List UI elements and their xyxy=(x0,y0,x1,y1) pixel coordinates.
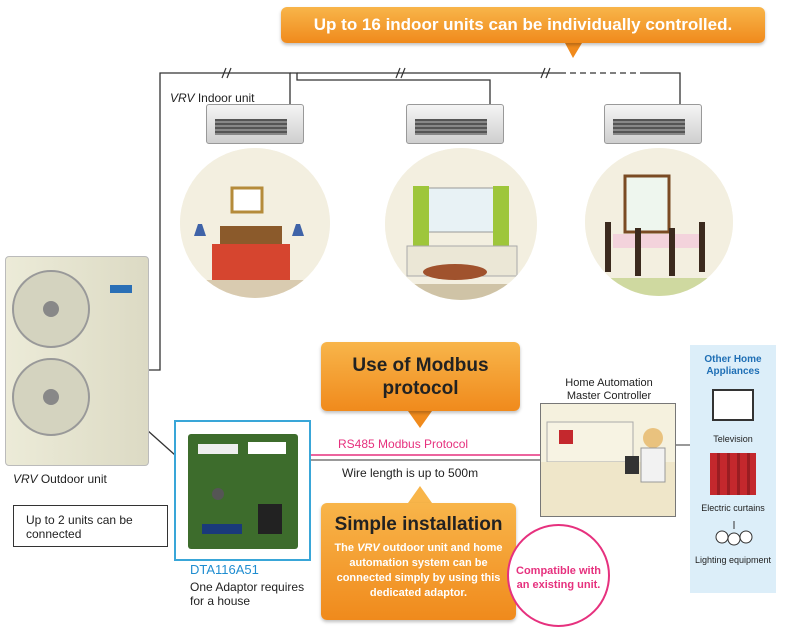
adaptor-board-frame xyxy=(174,420,311,561)
picture-frame-icon xyxy=(230,186,264,214)
install-body-prefix: The xyxy=(334,542,355,554)
window-icon xyxy=(418,187,504,233)
master-controller-label: Home Automation Master Controller xyxy=(565,377,653,402)
indoor-unit-1 xyxy=(206,104,304,144)
install-body-rest: outdoor unit and home automation system … xyxy=(336,542,503,599)
compatible-badge: Compatible with an existing unit. xyxy=(507,524,610,627)
appliances-title: Other Home Appliances xyxy=(704,354,762,377)
outdoor-unit xyxy=(5,256,149,466)
outdoor-unit-label-text: Outdoor unit xyxy=(40,472,107,486)
circuit-board-icon xyxy=(188,434,298,549)
person-icon xyxy=(643,428,663,448)
adaptor-wire xyxy=(146,429,176,456)
appliance-curtains: Electric curtains xyxy=(701,503,765,513)
appliance-lighting: Lighting equipment xyxy=(694,555,772,565)
appliances-panel: Other Home Appliances Television Electri… xyxy=(690,345,776,593)
top-callout-pointer xyxy=(565,43,582,58)
outdoor-note-text: Up to 2 units can be connected xyxy=(26,513,133,541)
home-automation-illustration xyxy=(540,403,676,517)
living-room-illustration xyxy=(385,148,537,300)
install-callout-title: Simple installation xyxy=(334,514,503,535)
adaptor-note: One Adaptor requires for a house xyxy=(190,580,305,608)
protocol-label: RS485 Modbus Protocol xyxy=(338,437,469,451)
brand-logo-icon xyxy=(110,285,132,293)
main-wire xyxy=(147,72,291,371)
tablet-icon xyxy=(625,456,639,474)
indoor-unit-label: VRV Indoor unit xyxy=(170,91,255,105)
indoor-unit-3 xyxy=(604,104,702,144)
dining-room-illustration xyxy=(585,148,733,296)
compatible-text: Compatible with an existing unit. xyxy=(516,565,601,591)
chair-icon xyxy=(605,222,705,276)
install-callout: Simple installation The VRV outdoor unit… xyxy=(321,503,516,620)
curtain-icon xyxy=(413,186,429,256)
adaptor-model: DTA116A51 xyxy=(190,562,259,577)
modbus-callout: Use of Modbus protocol xyxy=(321,342,520,411)
modbus-callout-text: Use of Modbus protocol xyxy=(352,355,489,399)
install-callout-body: The VRV outdoor unit and home automation… xyxy=(321,541,516,601)
modbus-callout-pointer xyxy=(408,411,432,428)
top-callout: Up to 16 indoor units can be individuall… xyxy=(281,7,765,43)
outdoor-unit-label-italic: VRV xyxy=(13,472,38,486)
lighting-icon xyxy=(715,521,753,546)
break-marks xyxy=(221,67,551,79)
bedroom-illustration xyxy=(180,148,330,298)
bed-icon xyxy=(212,244,290,282)
wire-length-label: Wire length is up to 500m xyxy=(342,466,479,480)
television-icon xyxy=(712,389,754,421)
dining-table-icon xyxy=(613,234,705,248)
table-icon xyxy=(423,264,487,280)
door-icon xyxy=(623,174,671,234)
indoor-bus-wire xyxy=(290,72,491,104)
install-body-italic: VRV xyxy=(357,542,380,554)
indoor-unit-label-italic: VRV xyxy=(170,91,195,105)
curtains-icon xyxy=(710,453,756,495)
install-callout-pointer xyxy=(408,486,432,503)
indoor-unit-2 xyxy=(406,104,504,144)
indoor-unit-label-text: Indoor unit xyxy=(197,91,255,105)
outdoor-unit-label: VRV Outdoor unit xyxy=(13,472,107,486)
top-callout-text: Up to 16 indoor units can be individuall… xyxy=(313,15,733,34)
appliance-television: Television xyxy=(713,434,753,444)
outdoor-note-box: Up to 2 units can be connected xyxy=(13,505,168,547)
lamp-icon xyxy=(194,224,206,236)
